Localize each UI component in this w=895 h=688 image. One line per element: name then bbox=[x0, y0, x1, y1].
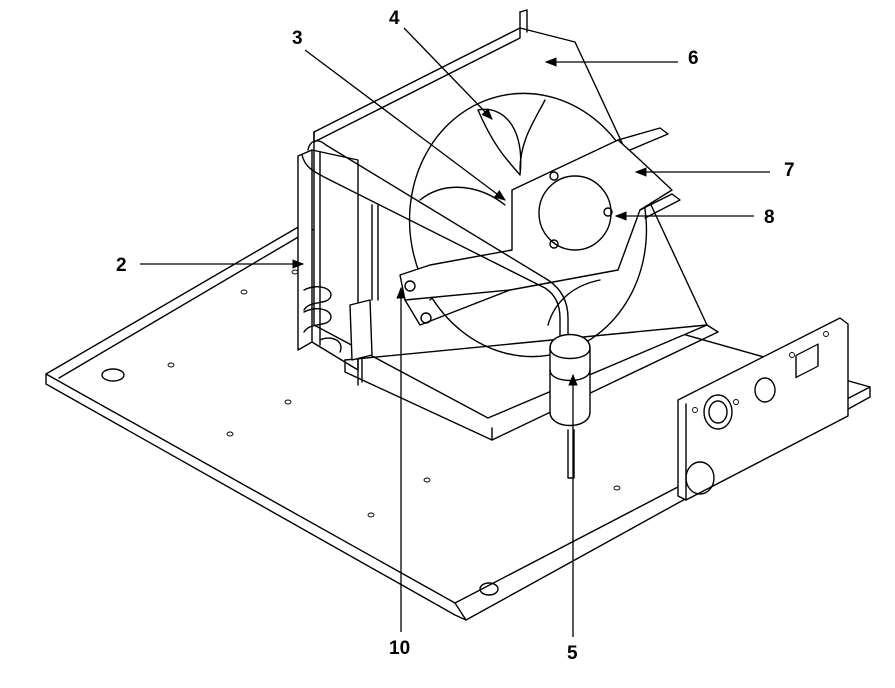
evaporator-coil bbox=[297, 149, 359, 371]
leader-4 bbox=[403, 27, 493, 120]
callout-6: 6 bbox=[688, 48, 699, 69]
callout-5: 5 bbox=[567, 643, 578, 664]
leader-3 bbox=[304, 49, 506, 201]
sensor bbox=[349, 299, 373, 386]
callout-7: 7 bbox=[784, 160, 795, 181]
callout-3: 3 bbox=[292, 28, 303, 49]
callout-2: 2 bbox=[116, 255, 127, 276]
control-panel bbox=[677, 317, 849, 501]
motor-bracket bbox=[399, 127, 681, 326]
callout-labels: 2 3 4 5 6 7 8 10 bbox=[116, 8, 795, 664]
callout-8: 8 bbox=[764, 207, 775, 228]
callout-leaders bbox=[140, 27, 770, 637]
callout-10: 10 bbox=[389, 638, 410, 659]
callout-4: 4 bbox=[389, 8, 400, 29]
refrigerant-tubing bbox=[301, 140, 569, 343]
